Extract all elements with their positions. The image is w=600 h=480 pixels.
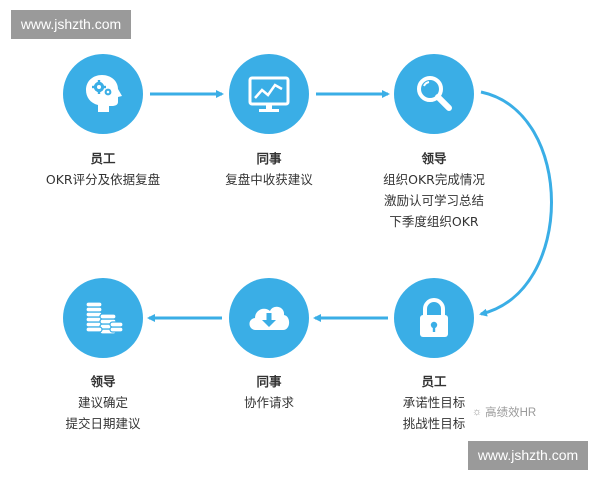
step-4-node xyxy=(394,278,474,358)
step-3-role: 领导 xyxy=(421,151,447,166)
step-6-role: 领导 xyxy=(90,374,116,389)
step-3-line-2: 激励认可学习总结 xyxy=(383,193,484,208)
step-2-role: 同事 xyxy=(256,151,282,166)
step-4-label: 员工 承诺性目标 挑战性目标 xyxy=(354,371,514,434)
step-5-role: 同事 xyxy=(256,374,282,389)
step-1-role: 员工 xyxy=(90,151,116,166)
step-1-line-1: OKR评分及依据复盘 xyxy=(45,172,161,187)
step-2-label: 同事 复盘中收获建议 xyxy=(189,148,349,190)
step-1-node xyxy=(63,54,143,134)
step-2-line-1: 复盘中收获建议 xyxy=(225,172,313,187)
watermark-top: www.jshzth.com xyxy=(11,10,131,39)
magnifier-icon xyxy=(417,76,452,111)
step-2-node xyxy=(229,54,309,134)
arrow-3-to-4 xyxy=(479,90,553,317)
brand-watermark: ☼ 高绩效HR xyxy=(472,404,536,420)
step-5-node xyxy=(229,278,309,358)
step-6-label: 领导 建议确定 提交日期建议 xyxy=(23,371,183,434)
step-4-line-2: 挑战性目标 xyxy=(402,416,466,431)
step-4-line-1: 承诺性目标 xyxy=(402,395,466,410)
step-5-label: 同事 协作请求 xyxy=(189,371,349,413)
step-6-line-1: 建议确定 xyxy=(77,395,128,410)
step-6-line-2: 提交日期建议 xyxy=(65,416,141,431)
step-3-line-3: 下季度组织OKR xyxy=(389,214,479,229)
step-3-node xyxy=(394,54,474,134)
cloud-download-icon xyxy=(249,306,290,330)
step-6-node xyxy=(63,278,143,358)
coin-stacks-icon xyxy=(85,301,124,335)
wechat-icon: ☼ xyxy=(472,406,483,418)
step-4-role: 员工 xyxy=(421,374,447,389)
step-1-label: 员工 OKR评分及依据复盘 xyxy=(23,148,183,190)
step-5-line-1: 协作请求 xyxy=(243,395,294,410)
monitor-chart-icon xyxy=(248,76,290,112)
watermark-bottom: www.jshzth.com xyxy=(468,441,588,470)
head-gears-icon xyxy=(86,75,122,112)
padlock-icon xyxy=(420,298,448,337)
step-3-line-1: 组织OKR完成情况 xyxy=(383,172,485,187)
brand-text: 高绩效HR xyxy=(485,407,537,419)
step-3-label: 领导 组织OKR完成情况 激励认可学习总结 下季度组织OKR xyxy=(354,148,514,232)
